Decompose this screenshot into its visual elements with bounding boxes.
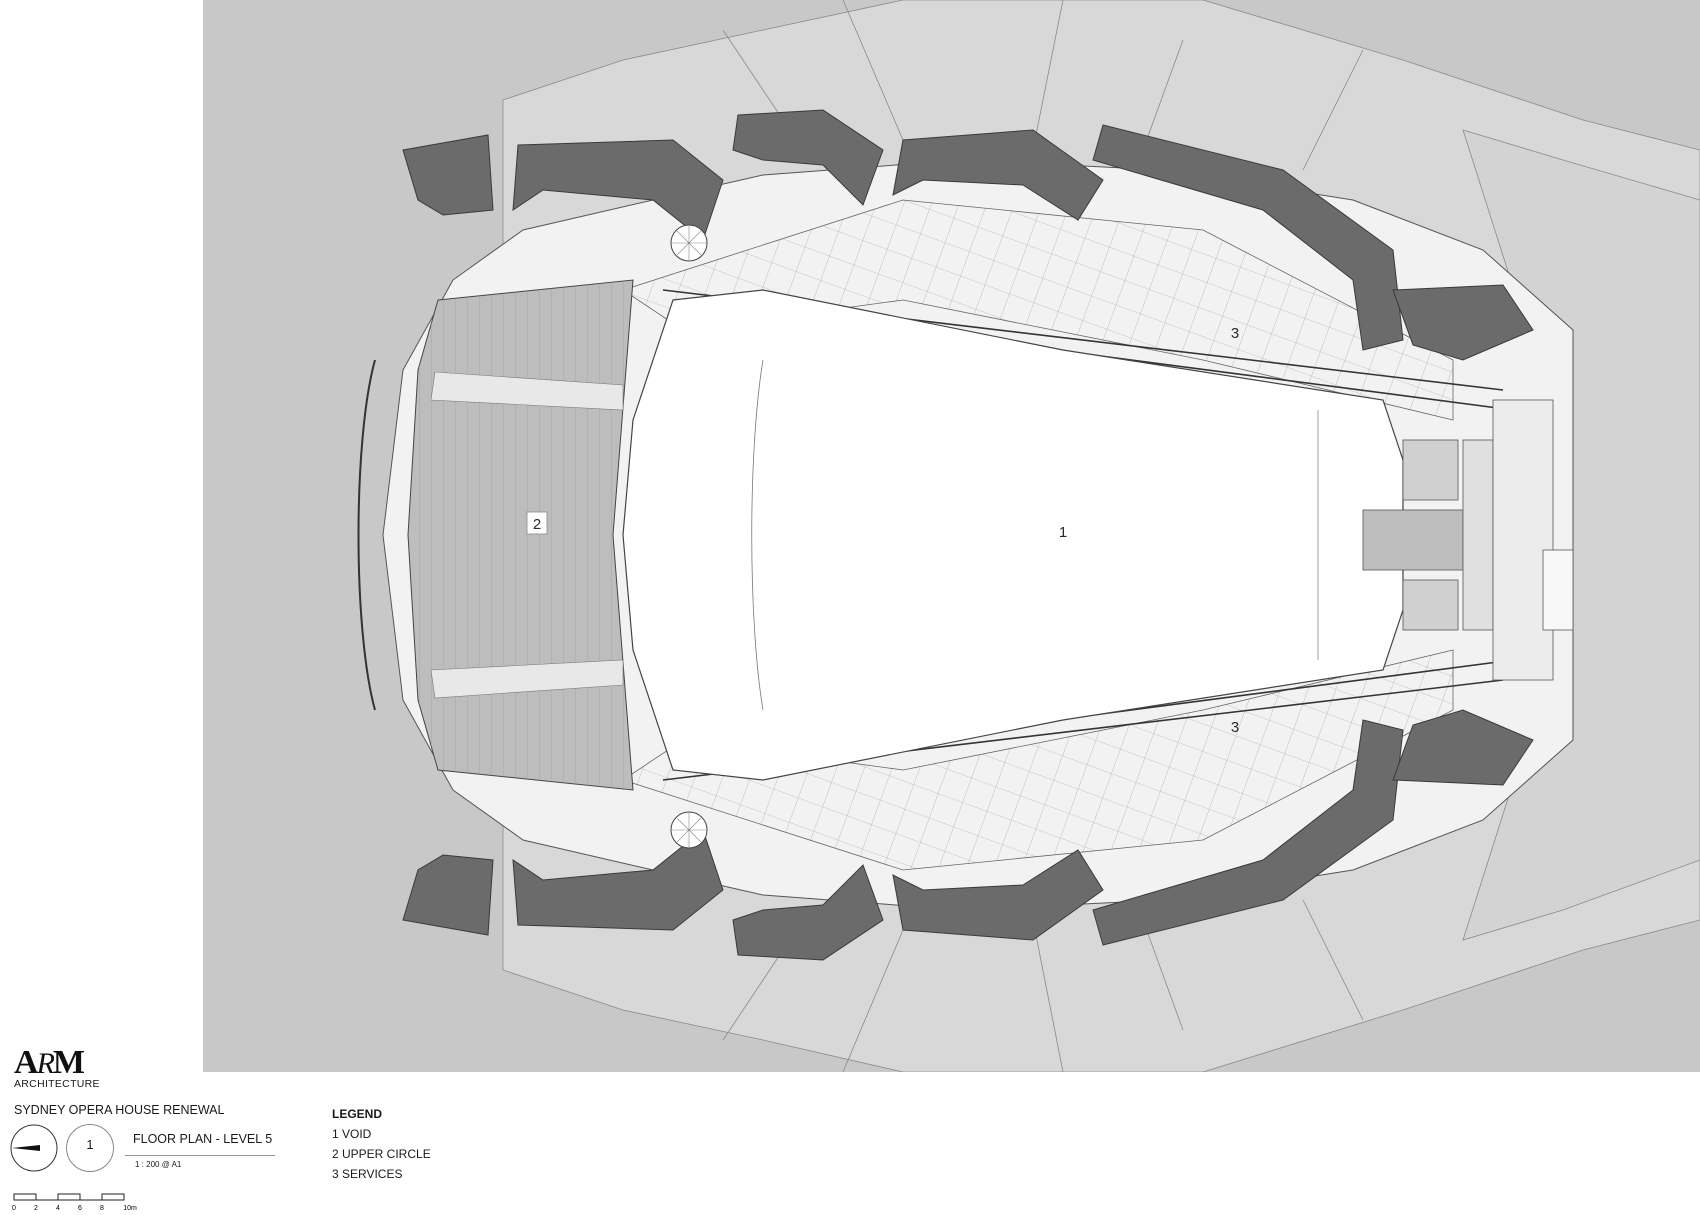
- spiral-stairs: [670, 224, 708, 849]
- legend: LEGEND 1 VOID 2 UPPER CIRCLE 3 SERVICES: [332, 1104, 431, 1184]
- legend-item: 1 VOID: [332, 1127, 372, 1141]
- scale-tick: 4: [56, 1205, 60, 1212]
- scale-tick: 2: [34, 1205, 38, 1212]
- scale-tick: 8: [100, 1205, 104, 1212]
- firm-logo: ARM: [14, 1044, 85, 1081]
- north-arrow-icon: [10, 1124, 58, 1172]
- floor-plan-drawing: 1 2 3 3: [203, 0, 1700, 1072]
- legend-item: 2 UPPER CIRCLE: [332, 1147, 431, 1161]
- room-label-services-south: 3: [1231, 719, 1239, 736]
- room-label-void: 1: [1059, 524, 1067, 541]
- stage-blocks: [1362, 399, 1574, 681]
- scale-bar: 0 2 4 6 8 10m: [12, 1193, 137, 1212]
- drawing-number-circle: [66, 1124, 114, 1172]
- title-divider: [125, 1155, 275, 1156]
- scale-tick: 10m: [123, 1205, 137, 1212]
- firm-name: ARCHITECTURE: [14, 1078, 100, 1090]
- room-label-services-north: 3: [1231, 325, 1239, 342]
- legend-item: 3 SERVICES: [332, 1167, 403, 1181]
- sheet-title: FLOOR PLAN - LEVEL 5: [133, 1132, 273, 1146]
- legend-heading: LEGEND: [332, 1107, 383, 1121]
- room-label-box: [526, 511, 548, 535]
- project-name: SYDNEY OPERA HOUSE RENEWAL: [14, 1103, 225, 1117]
- upper-circle-seating: [357, 279, 634, 791]
- scale-tick: 0: [12, 1205, 16, 1212]
- void-area: [622, 289, 1404, 781]
- shell-ribs: [402, 109, 1534, 961]
- room-labels: 1 2 3 3: [526, 325, 1239, 736]
- circulation-zones: [622, 199, 1514, 871]
- drawing-scale: 1 : 200 @ A1: [135, 1160, 182, 1169]
- drawing-number: 1: [86, 1137, 94, 1152]
- scale-tick: 6: [78, 1205, 82, 1212]
- room-label-upper-circle: 2: [533, 516, 541, 533]
